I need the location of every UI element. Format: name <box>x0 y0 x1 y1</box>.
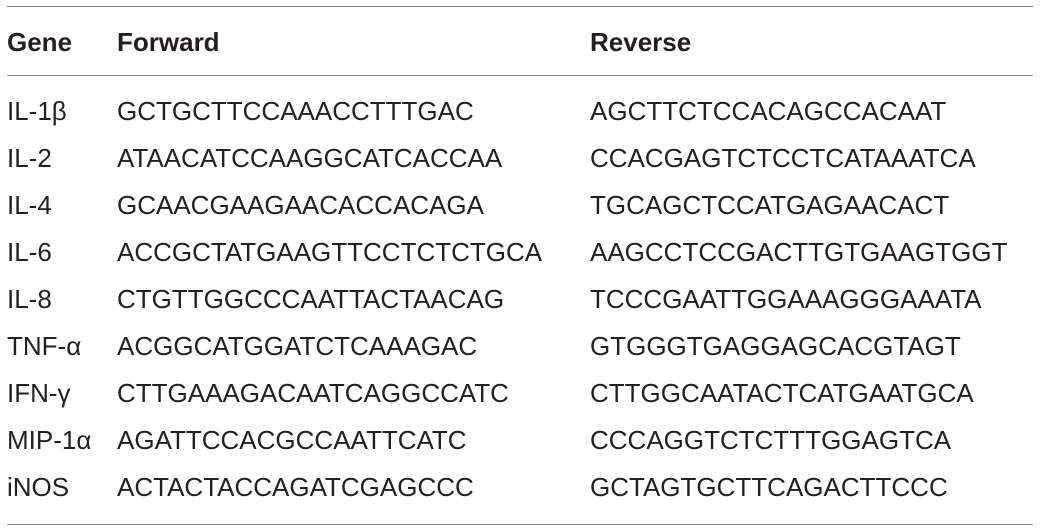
header-forward: Forward <box>117 27 220 57</box>
table-bottom-rule <box>7 524 1033 525</box>
gene-cell: MIP-1α <box>7 425 92 455</box>
reverse-primer-cell: TGCAGCTCCATGAGAACACT <box>590 190 950 220</box>
forward-primer-cell: ACGGCATGGATCTCAAAGAC <box>117 331 478 361</box>
table-row: MIP-1α AGATTCCACGCCAATTCATC CCCAGGTCTCTT… <box>0 417 1040 464</box>
reverse-primer-cell: CTTGGCAATACTCATGAATGCA <box>590 378 974 408</box>
table-body: IL-1β GCTGCTTCCAAACCTTTGAC AGCTTCTCCACAG… <box>0 88 1040 511</box>
forward-primer-cell: GCTGCTTCCAAACCTTTGAC <box>117 96 474 126</box>
gene-cell: IL-2 <box>7 143 52 173</box>
forward-primer-cell: ATAACATCCAAGGCATCACCAA <box>117 143 503 173</box>
gene-cell: IL-1β <box>7 96 67 126</box>
reverse-primer-cell: GCTAGTGCTTCAGACTTCCC <box>590 472 948 502</box>
table-row: IFN-γ CTTGAAAGACAATCAGGCCATC CTTGGCAATAC… <box>0 370 1040 417</box>
gene-cell: IL-4 <box>7 190 52 220</box>
reverse-primer-cell: TCCCGAATTGGAAAGGGAAATA <box>590 284 982 314</box>
header-gene: Gene <box>7 27 73 57</box>
table-header: Gene Forward Reverse <box>0 22 1040 62</box>
forward-primer-cell: CTGTTGGCCCAATTACTAACAG <box>117 284 505 314</box>
table-row: IL-2 ATAACATCCAAGGCATCACCAA CCACGAGTCTCC… <box>0 135 1040 182</box>
reverse-primer-cell: AAGCCTCCGACTTGTGAAGTGGT <box>590 237 1008 267</box>
reverse-primer-cell: AGCTTCTCCACAGCCACAAT <box>590 96 947 126</box>
reverse-primer-cell: GTGGGTGAGGAGCACGTAGT <box>590 331 961 361</box>
gene-cell: IFN-γ <box>7 378 71 408</box>
forward-primer-cell: CTTGAAAGACAATCAGGCCATC <box>117 378 509 408</box>
gene-cell: IL-6 <box>7 237 52 267</box>
table-row: iNOS ACTACTACCAGATCGAGCCC GCTAGTGCTTCAGA… <box>0 464 1040 511</box>
table-top-rule <box>7 6 1033 7</box>
gene-cell: IL-8 <box>7 284 52 314</box>
gene-cell: iNOS <box>7 472 70 502</box>
table-row: TNF-α ACGGCATGGATCTCAAAGAC GTGGGTGAGGAGC… <box>0 323 1040 370</box>
table-row: IL-1β GCTGCTTCCAAACCTTTGAC AGCTTCTCCACAG… <box>0 88 1040 135</box>
forward-primer-cell: ACTACTACCAGATCGAGCCC <box>117 472 474 502</box>
table-row: IL-8 CTGTTGGCCCAATTACTAACAG TCCCGAATTGGA… <box>0 276 1040 323</box>
table-row: IL-4 GCAACGAAGAACACCACAGA TGCAGCTCCATGAG… <box>0 182 1040 229</box>
table-row: IL-6 ACCGCTATGAAGTTCCTCTCTGCA AAGCCTCCGA… <box>0 229 1040 276</box>
header-reverse: Reverse <box>590 27 692 57</box>
forward-primer-cell: ACCGCTATGAAGTTCCTCTCTGCA <box>117 237 543 267</box>
reverse-primer-cell: CCCAGGTCTCTTTGGAGTCA <box>590 425 952 455</box>
reverse-primer-cell: CCACGAGTCTCCTCATAAATCA <box>590 143 976 173</box>
gene-cell: TNF-α <box>7 331 82 361</box>
forward-primer-cell: AGATTCCACGCCAATTCATC <box>117 425 467 455</box>
table-header-rule <box>7 75 1033 76</box>
forward-primer-cell: GCAACGAAGAACACCACAGA <box>117 190 484 220</box>
